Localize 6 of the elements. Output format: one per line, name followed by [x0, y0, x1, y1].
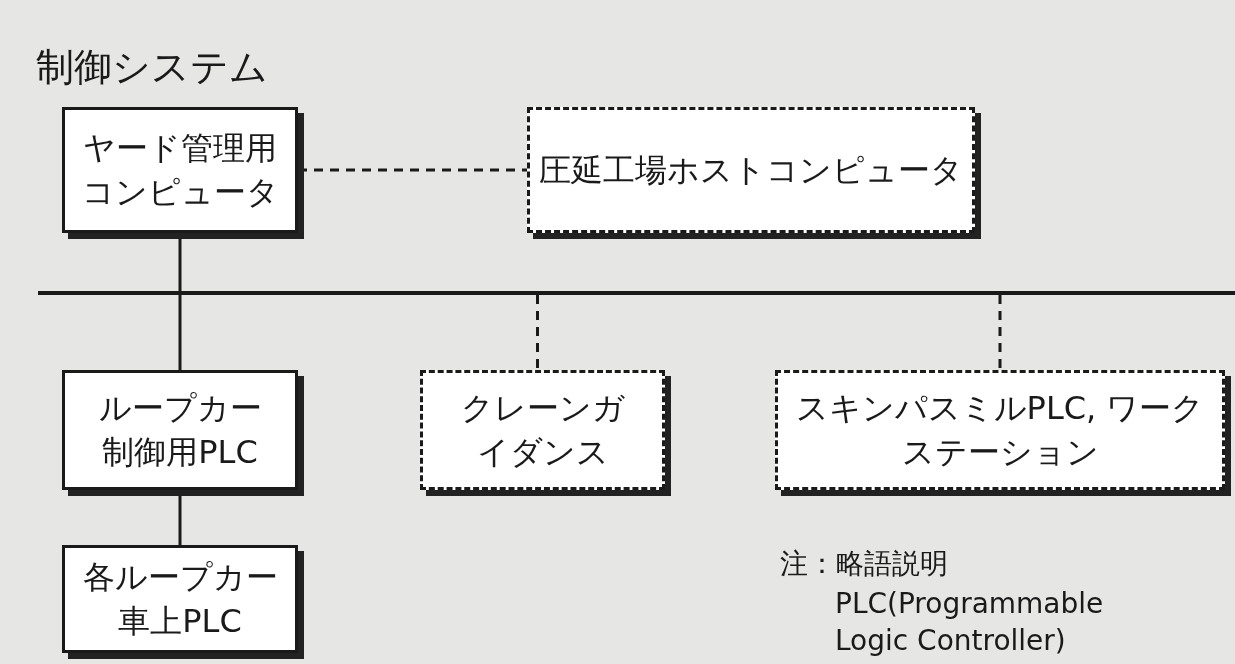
connector-line: [178, 295, 182, 370]
note-text: 注：略語説明: [780, 546, 949, 582]
diagram-title: 制御システム: [36, 44, 268, 91]
note-text: PLC(Programmable Logic Controller): [835, 586, 1105, 659]
connector-line: [536, 295, 539, 370]
connector-line: [998, 295, 1002, 370]
